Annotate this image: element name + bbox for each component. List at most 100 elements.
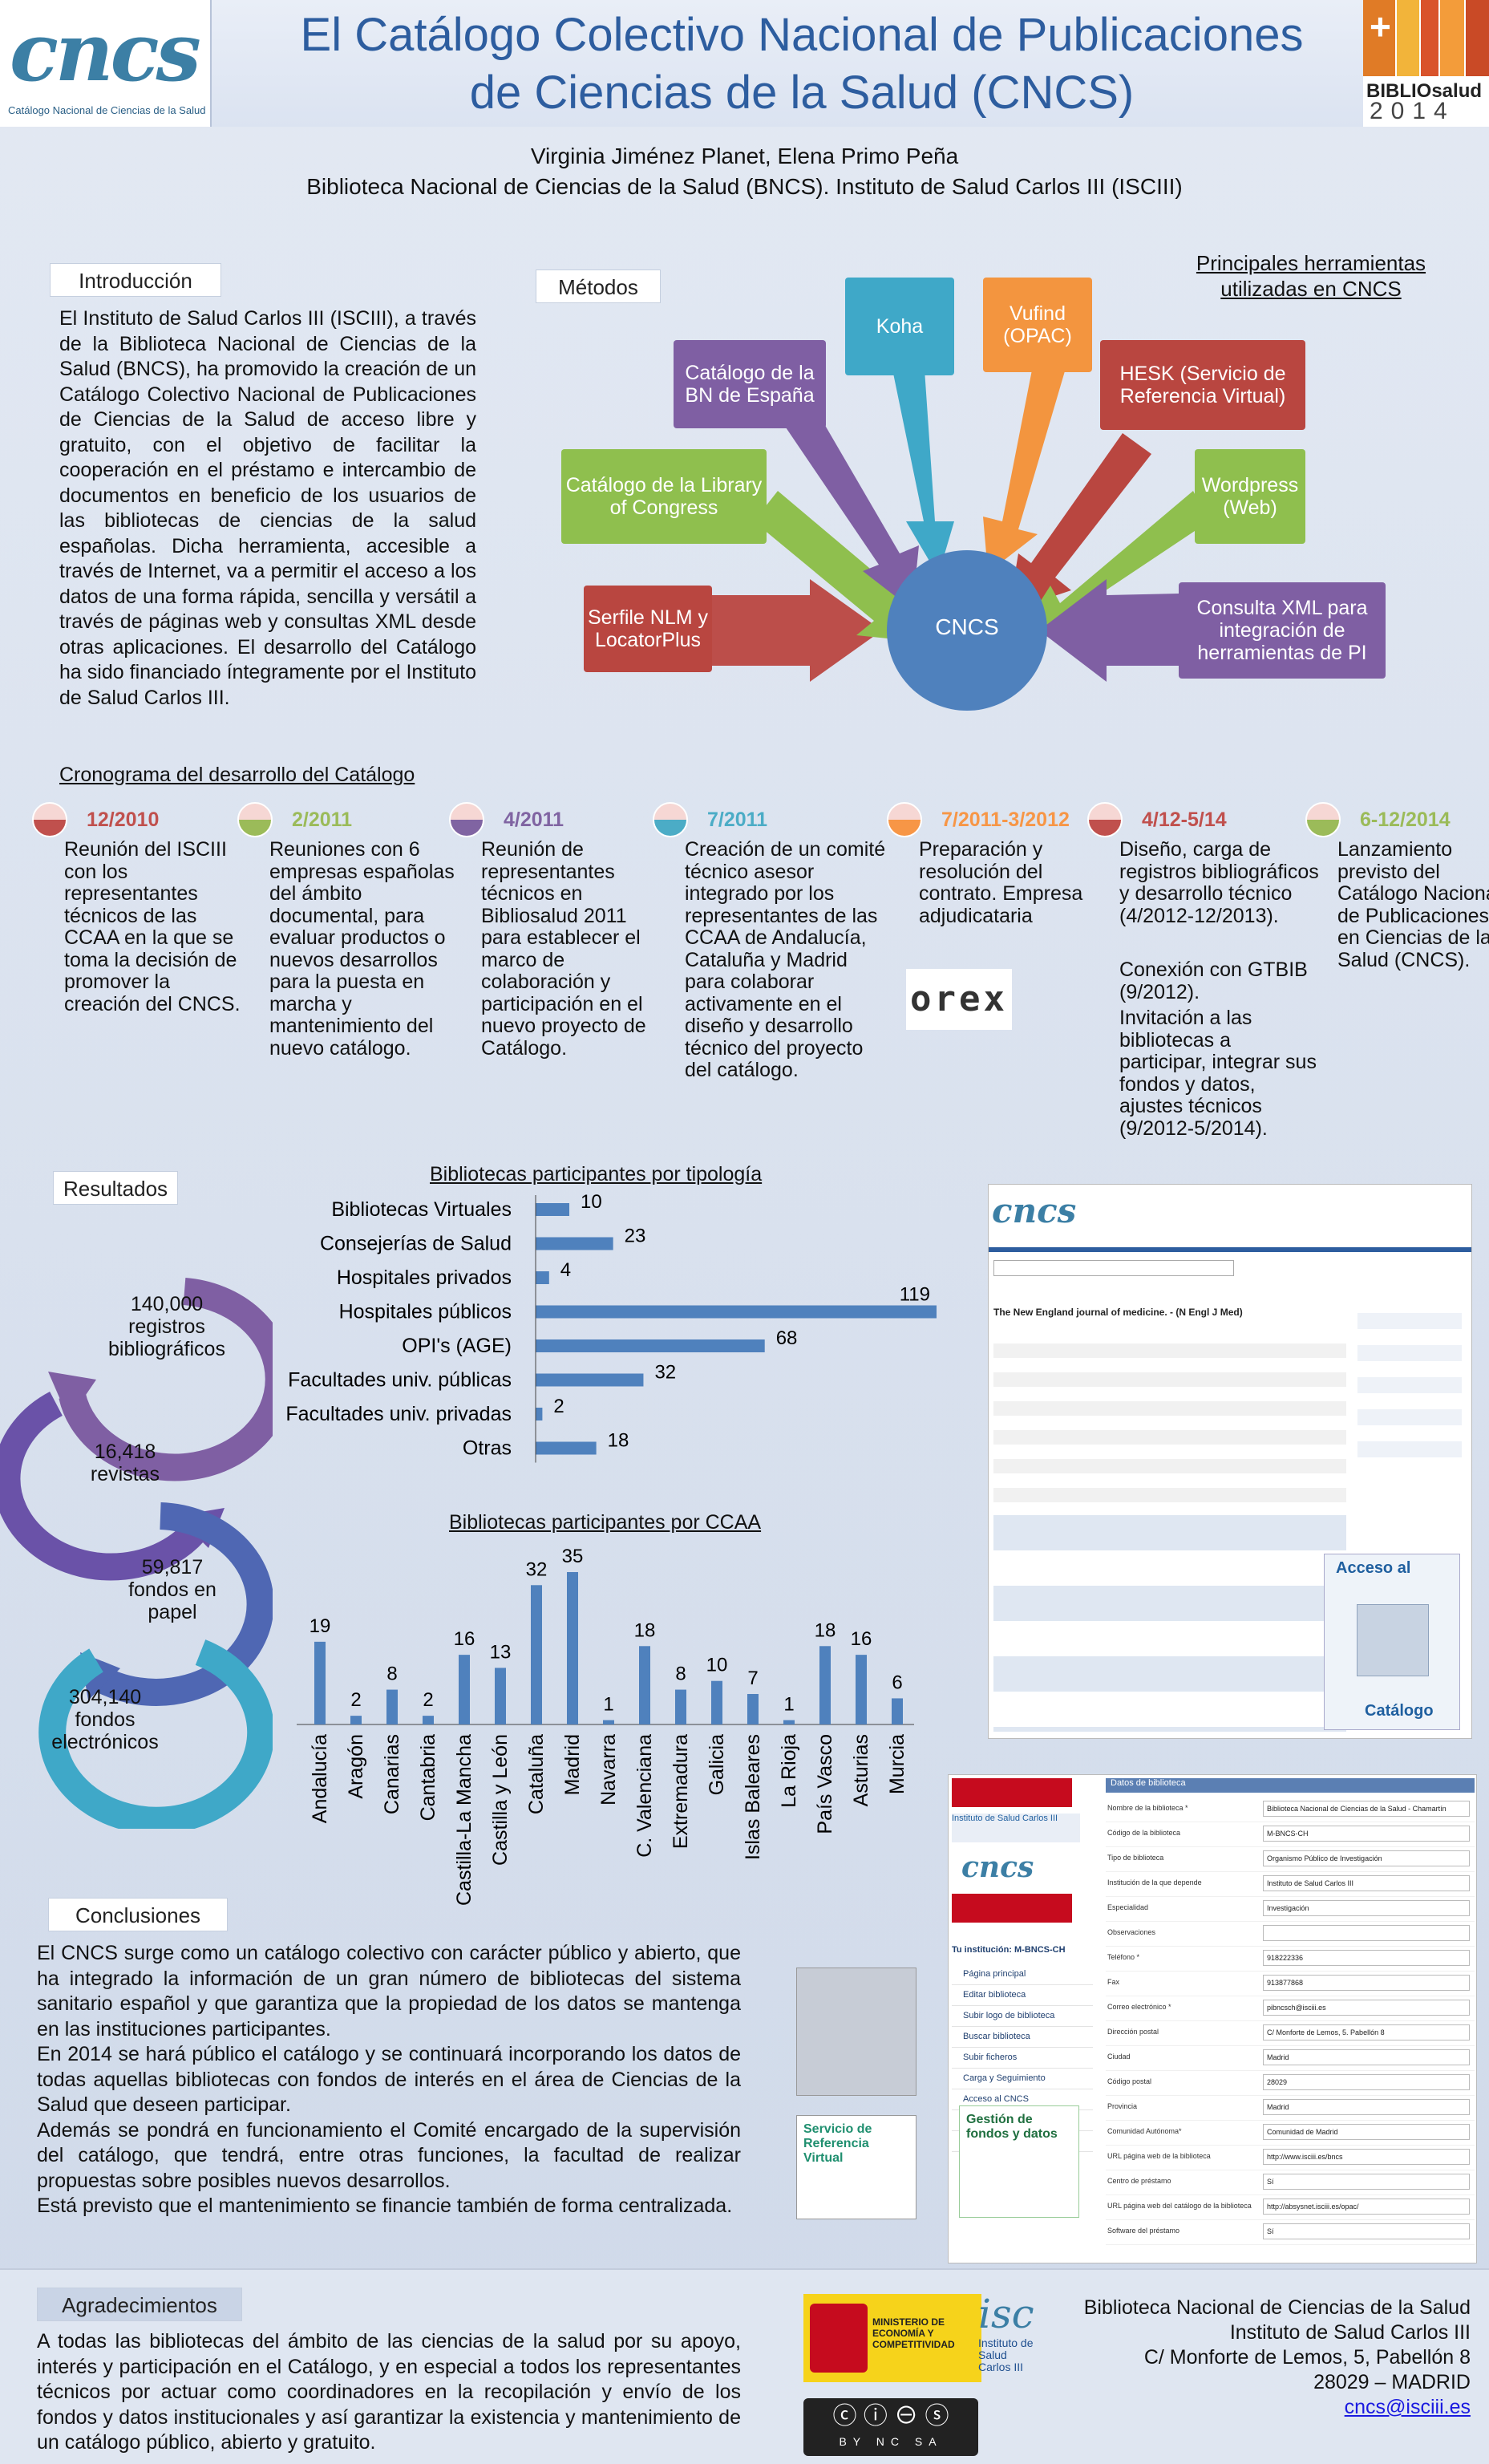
admin-menu-item[interactable]: Subir logo de biblioteca [952, 2006, 1093, 2027]
chart2-category-label: Madrid [561, 1734, 584, 1795]
chart2-value-label: 10 [706, 1655, 728, 1676]
chart2-category-label: Castilla-La Mancha [453, 1734, 475, 1906]
chart2-value-label: 2 [350, 1689, 361, 1711]
ack-text: A todas las bibliotecas del ámbito de la… [37, 2330, 741, 2454]
conclusions-p2: En 2014 se hará público el catálogo y se… [37, 2043, 741, 2116]
timeline-text: Creación de un comité técnico asesor int… [685, 838, 886, 1081]
admin-form-label: Centro de préstamo [1107, 2177, 1171, 2185]
admin-form-field[interactable] [1263, 1925, 1470, 1941]
admin-form-field[interactable]: Instituto de Salud Carlos III [1263, 1875, 1470, 1891]
chart2-value-label: 32 [526, 1558, 548, 1580]
cncs-logo-text: cncs [10, 5, 201, 99]
conclusions-label: Conclusiones [48, 1898, 228, 1931]
title-line-2: de Ciencias de la Salud (CNCS) [469, 67, 1135, 119]
admin-form-field[interactable]: Sí [1263, 2174, 1470, 2190]
chart1-value-label: 23 [625, 1226, 646, 1247]
results-cycle-graphic [0, 1278, 273, 1829]
chart1-value-label: 68 [776, 1327, 798, 1349]
ministry-text: MINISTERIO DE ECONOMÍA Y COMPETITIVIDAD [872, 2316, 955, 2350]
chart1-category-label: Hospitales privados [337, 1266, 512, 1289]
admin-form-row: Teléfono *918222336 [1106, 1947, 1475, 1972]
admin-form-field[interactable]: Madrid [1263, 2099, 1470, 2115]
admin-form-field[interactable]: Organismo Público de Investigación [1263, 1850, 1470, 1866]
chart2-bar [675, 1689, 686, 1724]
chart1-value-label: 32 [654, 1362, 676, 1384]
conclusions-p1: El CNCS surge como un catálogo colectivo… [37, 1942, 741, 2040]
orex-logo: orex [906, 969, 1012, 1030]
node-library-congress: Catálogo de la Library of Congress [561, 449, 767, 544]
chart2-category-label: Aragón [345, 1734, 367, 1799]
chart1-bar [536, 1339, 765, 1352]
chart1-category-label: Facultades univ. públicas [288, 1369, 512, 1392]
chart2-value-label: 8 [675, 1664, 686, 1685]
results-label: Resultados [53, 1171, 178, 1205]
chart1-category-label: Consejerías de Salud [320, 1233, 512, 1255]
isciii-logo: isc Instituto de Salud Carlos III [978, 2291, 1034, 2373]
addr-line-4: 28029 – MADRID [1313, 2371, 1471, 2393]
admin-form-field[interactable]: http://absysnet.isciii.es/opac/ [1263, 2199, 1470, 2215]
addr-line-2: Instituto de Salud Carlos III [1229, 2321, 1471, 2344]
author-names: Virginia Jiménez Planet, Elena Primo Peñ… [530, 144, 959, 168]
admin-menu-item[interactable]: Carga y Seguimiento [952, 2069, 1093, 2089]
admin-form-field[interactable]: Madrid [1263, 2049, 1470, 2065]
title-line-1: El Catálogo Colectivo Nacional de Public… [300, 9, 1304, 61]
admin-form-label: Comunidad Autónoma* [1107, 2127, 1182, 2135]
admin-form-field[interactable]: Biblioteca Nacional de Ciencias de la Sa… [1263, 1801, 1470, 1817]
chart2-category-label: C. Valenciana [633, 1734, 656, 1858]
access-label-2: Catálogo [1365, 1702, 1434, 1720]
timeline-dot [1305, 802, 1341, 837]
contact-email[interactable]: cncs@isciii.es [1344, 2396, 1471, 2418]
chart1-value-label: 119 [900, 1284, 930, 1306]
admin-form-field[interactable]: 918222336 [1263, 1950, 1470, 1966]
admin-screenshot: Instituto de Salud Carlos III cncs Tu in… [796, 1774, 1477, 2263]
admin-form-field[interactable]: 28029 [1263, 2074, 1470, 2090]
gestion-card: Gestión de fondos y datos [959, 2105, 1079, 2218]
admin-form: Nombre de la biblioteca *Biblioteca Naci… [1106, 1797, 1475, 2245]
admin-form-field[interactable]: M-BNCS-CH [1263, 1826, 1470, 1842]
chart2-category-label: Galicia [706, 1734, 728, 1796]
node-serfile: Serfile NLM y LocatorPlus [584, 586, 712, 672]
admin-form-field[interactable]: 913877868 [1263, 1975, 1470, 1991]
timeline-text-2: Conexión con GTBIB (9/2012). [1119, 958, 1308, 1003]
orex-text: orex [910, 979, 1008, 1019]
opac-record-title: The New England journal of medicine. - (… [993, 1307, 1243, 1318]
timeline-date: 7/2011-3/2012 [941, 808, 1070, 831]
admin-form-label: Especialidad [1107, 1903, 1149, 1911]
chart1-bar [536, 1203, 570, 1216]
chart2-value-label: 16 [454, 1628, 475, 1650]
conclusions-p4: Está previsto que el mantenimiento se fi… [37, 2194, 733, 2217]
admin-form-field[interactable]: C/ Monforte de Lemos, 5. Pabellón 8 [1263, 2024, 1470, 2040]
chart2-bar [350, 1716, 362, 1724]
admin-form-row: Comunidad Autónoma* Comunidad de Madrid [1106, 2121, 1475, 2146]
admin-form-label: Institución de la que depende [1107, 1878, 1202, 1886]
admin-menu-item[interactable]: Editar biblioteca [952, 1985, 1093, 2006]
chart2-category-label: País Vasco [814, 1734, 836, 1834]
chart2-bar [639, 1646, 650, 1724]
admin-menu-item[interactable]: Página principal [952, 1964, 1093, 1985]
admin-menu-item[interactable]: Subir ficheros [952, 2048, 1093, 2069]
admin-form-label: Observaciones [1107, 1928, 1156, 1936]
chart2-title: Bibliotecas participantes por CCAA [449, 1511, 762, 1534]
chart2-bar [856, 1655, 867, 1724]
chart2-bar [459, 1655, 470, 1724]
timeline-text: Reunión del ISCIII con los representante… [64, 838, 241, 1015]
chart2-category-label: Islas Baleares [742, 1734, 764, 1860]
admin-form-label: Correo electrónico * [1107, 2003, 1171, 2011]
admin-form-field[interactable]: Investigación [1263, 1900, 1470, 1916]
chart1-value-label: 10 [581, 1191, 602, 1213]
chart2-bar [783, 1720, 795, 1724]
admin-form-field[interactable]: pibncsch@isciii.es [1263, 2000, 1470, 2016]
admin-form-field[interactable]: http://www.isciii.es/bncs [1263, 2149, 1470, 2165]
admin-form-field[interactable]: Comunidad de Madrid [1263, 2124, 1470, 2140]
admin-form-field[interactable]: Sí [1263, 2223, 1470, 2239]
chart2-bar [603, 1720, 614, 1724]
admin-menu-item[interactable]: Buscar biblioteca [952, 2027, 1093, 2048]
timeline-text: Lanzamiento previsto del Catálogo Nacion… [1337, 838, 1489, 971]
bibliosalud-logo: + BIBLIOsalud 2014 [1363, 0, 1489, 127]
